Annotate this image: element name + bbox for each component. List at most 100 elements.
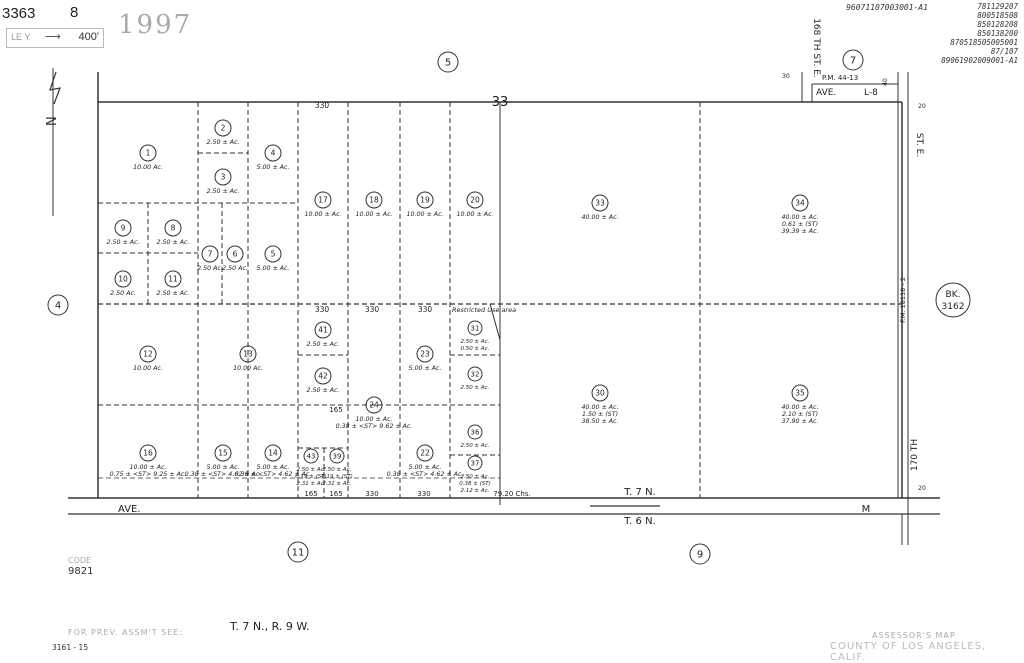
township-south: T. 6 N. xyxy=(623,516,655,527)
parcel-6-area: 2.50 Ac. xyxy=(222,265,248,272)
parcel-3-area: 2.50 ± Ac. xyxy=(206,188,239,195)
parcel-5-number-ring xyxy=(264,245,282,263)
parcel-18-number-ring xyxy=(365,191,383,209)
ref-number: 850138200 xyxy=(977,29,1018,38)
parcel-30-area: 40.00 ± Ac. xyxy=(581,404,618,411)
parcel-1-number: 1 xyxy=(139,144,157,162)
arrow-right-icon: ⟶ xyxy=(45,31,61,43)
parcel-19-area: 10.00 ± Ac. xyxy=(406,211,443,218)
parcel-14-number-label: 14 xyxy=(268,449,278,458)
book-number: 3363 xyxy=(2,5,36,22)
parcel-34-number-ring xyxy=(791,194,809,212)
parcel-35-number-label: 35 xyxy=(795,389,805,398)
adjacent-book-value: 3162 xyxy=(942,302,965,312)
parcel-11-number-ring xyxy=(164,270,182,288)
parcel-18-number: 18 xyxy=(365,191,383,209)
parcel-8-area: 2.50 ± Ac. xyxy=(156,239,189,246)
parcel-11-number-label: 11 xyxy=(168,275,178,284)
parcel-4-number: 4 xyxy=(264,144,282,162)
parcel-30-area: 1.50 ± (ST) xyxy=(582,411,618,418)
parcel-23-number-label: 23 xyxy=(420,350,430,359)
parcel-43-number: 43 xyxy=(303,448,319,464)
ave-m-label: M xyxy=(862,504,871,515)
parcel-15-number-label: 15 xyxy=(218,449,228,458)
parcel-30-number: 30 xyxy=(591,384,609,402)
parcel-10-area: 2.50 Ac. xyxy=(110,290,136,297)
parcel-5-number: 5 xyxy=(264,245,282,263)
parcel-34-number-label: 34 xyxy=(795,199,805,208)
parcel-15-area: 5.00 ± Ac. xyxy=(206,464,239,471)
parcel-6-number-ring xyxy=(226,245,244,263)
ref-number: 87/107 xyxy=(990,47,1018,56)
prev-assessment-id: 3161 - 15 xyxy=(52,643,89,652)
parcel-15-number: 15 xyxy=(214,444,232,462)
fm-label: F.M. 18118 - 2 xyxy=(899,277,907,323)
ref-number: 781129207 xyxy=(977,2,1018,11)
parcel-39-area: 2.50 ± Ac. xyxy=(323,467,352,473)
adjacent-book-label: BK. xyxy=(946,290,961,300)
parcel-2-number: 2 xyxy=(214,119,232,137)
parcel-37-number-label: 37 xyxy=(471,460,480,468)
parcel-12-number-ring xyxy=(139,345,157,363)
adjacent-book-ring xyxy=(935,282,971,318)
parcel-31-number-ring xyxy=(467,320,483,336)
parcel-39-number-label: 39 xyxy=(333,453,342,461)
parcel-41-number-ring xyxy=(314,321,332,339)
parcel-7-number: 7 xyxy=(201,245,219,263)
parcel-35-number: 35 xyxy=(791,384,809,402)
parcel-10-number: 10 xyxy=(114,270,132,288)
parcel-24-number-label: 24 xyxy=(369,401,379,410)
adjacent-page-south-east-ring xyxy=(689,543,711,565)
scale-label: LE Y xyxy=(11,32,31,42)
parcel-2-area: 2.50 ± Ac. xyxy=(206,139,239,146)
chain-label: 79.20 Chs. xyxy=(493,490,530,498)
scale-value: 400' xyxy=(78,31,99,43)
parcel-39-area: 2.31 ± Ac. xyxy=(323,481,352,487)
parcel-3-number-label: 3 xyxy=(221,173,226,182)
parcel-14-number: 14 xyxy=(264,444,282,462)
parcel-22-number-ring xyxy=(416,444,434,462)
parcel-7-area: 2.50 Ac. xyxy=(197,265,223,272)
parcel-31-area: 0.50 ± Ac. xyxy=(461,346,490,352)
parcel-31-number-label: 31 xyxy=(471,325,480,333)
parcel-4-area: 5.00 ± Ac. xyxy=(256,164,289,171)
parcel-19-number: 19 xyxy=(416,191,434,209)
parcel-1-number-ring xyxy=(139,144,157,162)
parcel-16-area: 0.75 ± <ST> 9.25 ± Ac. xyxy=(110,471,187,478)
parcel-6-number-label: 6 xyxy=(233,250,238,259)
parcel-34-area: 40.00 ± Ac. xyxy=(781,214,818,221)
parcel-7-number-label: 7 xyxy=(208,250,213,259)
parcel-41-number: 41 xyxy=(314,321,332,339)
parcel-16-number: 16 xyxy=(139,444,157,462)
dim-165-row: 165 xyxy=(329,406,342,414)
parcel-43-area: 2.31 ± Ac. xyxy=(297,481,326,487)
dim-20-e-top: 20 xyxy=(918,103,926,110)
parcel-36-number-ring xyxy=(467,424,483,440)
parcel-35-number-ring xyxy=(791,384,809,402)
parcel-31-number: 31 xyxy=(467,320,483,336)
parcel-22-number: 22 xyxy=(416,444,434,462)
parcel-34-area: 39.39 ± Ac. xyxy=(781,228,818,235)
parcel-24-area: 0.38 ± <ST> 9.62 ± Ac. xyxy=(336,423,413,430)
parcel-8-number-label: 8 xyxy=(171,224,176,233)
parcel-24-number-ring xyxy=(365,396,383,414)
parcel-2-number-label: 2 xyxy=(221,124,226,133)
parcel-23-number: 23 xyxy=(416,345,434,363)
adjacent-page-south-west: 11 xyxy=(287,541,309,563)
adjacent-page-south-east: 9 xyxy=(689,543,711,565)
parcel-17-number-ring xyxy=(314,191,332,209)
parcel-13-number-label: 13 xyxy=(243,350,253,359)
parcel-36-area: 2.50 ± Ac. xyxy=(461,443,490,449)
parcel-3-number-ring xyxy=(214,168,232,186)
parcel-32-number-ring xyxy=(467,366,483,382)
parcel-37-area: 2.12 ± Ac. xyxy=(461,488,490,494)
parcel-14-area: 0.38 ± <ST> 4.62 ± Ac. xyxy=(235,471,312,478)
parcel-22-area: 5.00 ± Ac. xyxy=(408,464,441,471)
parcel-37-area: 2.50 ± Ac. xyxy=(461,474,490,480)
township-range: T. 7 N., R. 9 W. xyxy=(230,620,310,633)
parcel-13-number-ring xyxy=(239,345,257,363)
parcel-9-number: 9 xyxy=(114,219,132,237)
parcel-2-number-ring xyxy=(214,119,232,137)
